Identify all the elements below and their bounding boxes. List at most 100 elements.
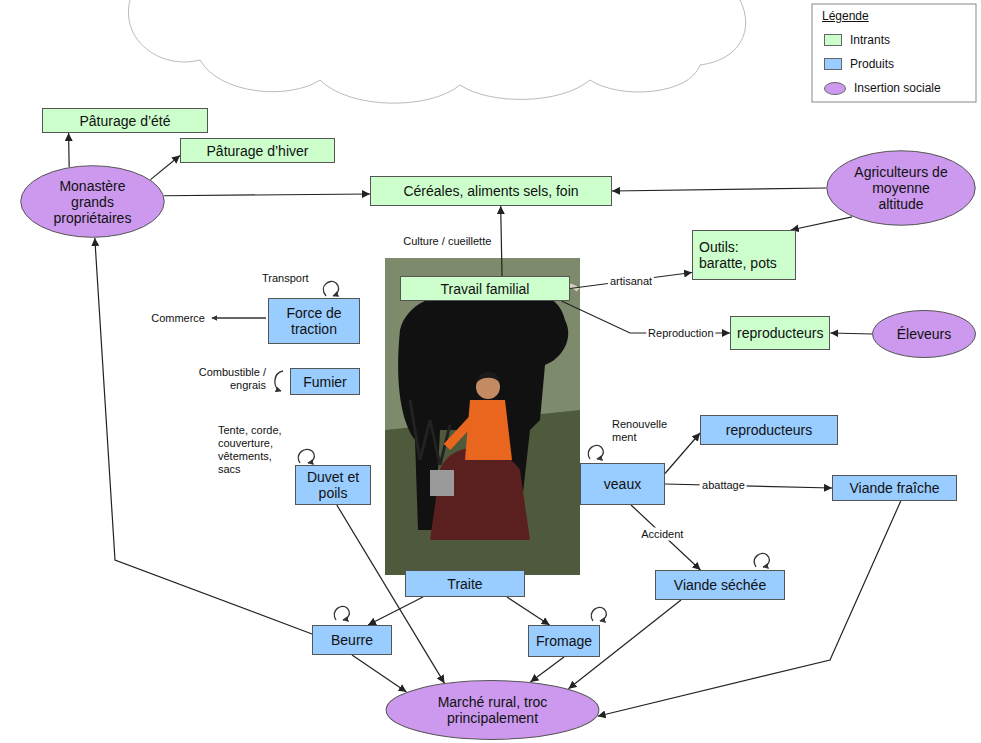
product-box: Beurre xyxy=(312,625,392,655)
social-ellipse: Marché rural, troc principalement xyxy=(385,680,600,740)
loop-arrow xyxy=(298,449,314,463)
product-box: Viande fraîche xyxy=(832,475,957,501)
legend-swatch xyxy=(824,58,842,70)
node-text: Beurre xyxy=(331,632,373,648)
node-text: Travail familial xyxy=(441,281,530,297)
flow-arrow xyxy=(501,206,502,276)
legend-text: Insertion sociale xyxy=(854,81,941,95)
product-box: Fromage xyxy=(528,625,600,657)
legend-frame xyxy=(812,4,976,102)
node-text: Marché rural, troc principalement xyxy=(425,694,560,726)
annotation-label: Transport xyxy=(262,272,309,285)
node-text-group: Éleveurs xyxy=(897,326,951,342)
legend-text: Intrants xyxy=(850,33,890,47)
node-text-group: Fumier xyxy=(303,374,347,390)
node-text-group: reproducteurs xyxy=(737,325,823,341)
flow-arrow xyxy=(530,657,564,682)
edge-label: Reproduction xyxy=(646,327,715,340)
node-text: Céréales, aliments sels, foin xyxy=(403,183,578,199)
node-text: Viande séchée xyxy=(674,577,766,593)
node-text-group: Traite xyxy=(447,576,482,592)
edge-label: Culture / cueillette xyxy=(401,235,493,248)
flow-arrow xyxy=(507,597,550,625)
node-text: Agriculteurs de moyenne altitude xyxy=(853,164,949,212)
legend-swatch xyxy=(824,34,842,46)
node-text: Pâturage d’été xyxy=(79,113,170,129)
input-box: reproducteurs xyxy=(730,316,830,350)
node-text: Viande fraîche xyxy=(849,480,939,496)
annotation-label: Tente, corde, couverture, vêtements, sac… xyxy=(218,424,290,476)
flow-arrow xyxy=(631,505,701,570)
node-text-group: Agriculteurs de moyenne altitude xyxy=(853,164,949,212)
node-text: reproducteurs xyxy=(726,422,812,438)
product-box: Duvet et poils xyxy=(295,465,371,505)
node-text: Fromage xyxy=(536,633,592,649)
legend-row: Produits xyxy=(824,57,894,71)
legend-swatch xyxy=(824,82,846,95)
ellipse-shape xyxy=(386,681,599,740)
commerce-arrow xyxy=(212,317,266,318)
flow-arrow xyxy=(164,194,370,196)
yak-photo xyxy=(385,258,580,575)
annotation-label: Combustible / engrais xyxy=(194,366,266,392)
node-text: Éleveurs xyxy=(897,326,951,342)
node-text-group: Monastère grands propriétaires xyxy=(45,178,141,226)
flow-arrow xyxy=(598,501,901,716)
product-box: reproducteurs xyxy=(700,415,838,445)
input-box: Pâturage d’été xyxy=(42,108,208,133)
annotation-label: Renouvellement xyxy=(612,418,674,444)
loop-arrow xyxy=(323,281,338,296)
edge-label: Accident xyxy=(639,528,685,541)
product-box: Fumier xyxy=(290,368,360,395)
flow-arrow xyxy=(830,333,872,334)
flow-arrow xyxy=(68,133,70,167)
edge-label: abattage xyxy=(700,479,747,492)
node-text: Pâturage d’hiver xyxy=(207,143,309,159)
product-box: veaux xyxy=(580,463,665,505)
node-text-group: veaux xyxy=(604,476,641,492)
woman-arm xyxy=(447,420,472,447)
node-text: Fumier xyxy=(303,374,347,390)
node-text-group: Force de traction xyxy=(275,305,353,337)
loop-arrow xyxy=(334,606,349,620)
woman-skirt xyxy=(430,448,530,541)
node-text-group: Fromage xyxy=(536,633,592,649)
flow-arrow xyxy=(352,655,407,692)
ellipse-shape xyxy=(21,166,165,238)
flow-arrow xyxy=(665,433,700,474)
node-text: reproducteurs xyxy=(737,325,823,341)
ellipse-shape xyxy=(873,310,976,357)
input-box: Céréales, aliments sels, foin xyxy=(370,176,612,206)
legend-title: Légende xyxy=(822,9,869,23)
photo-sky xyxy=(385,258,580,575)
loop-arrow xyxy=(591,607,606,621)
flow-arrow xyxy=(570,273,692,289)
flow-arrow xyxy=(791,217,852,230)
flow-arrow xyxy=(151,156,181,180)
social-ellipse: Monastère grands propriétaires xyxy=(20,165,165,238)
social-ellipse: Éleveurs xyxy=(872,310,976,358)
input-box: Outils: baratte, pots xyxy=(692,230,796,280)
legend-text: Produits xyxy=(850,57,894,71)
node-text-group: Viande séchée xyxy=(674,577,766,593)
yak-fringe xyxy=(410,400,450,465)
loop-arrow xyxy=(754,553,769,567)
node-text: Force de traction xyxy=(275,305,353,337)
node-text-group: Beurre xyxy=(331,632,373,648)
woman-torso xyxy=(465,400,512,460)
flow-arrow xyxy=(665,484,832,488)
product-box: Viande séchée xyxy=(655,570,785,600)
product-box: Force de traction xyxy=(268,298,360,344)
legend-row: Intrants xyxy=(824,33,890,47)
node-text-group: Pâturage d’été xyxy=(79,113,170,129)
loop-arrow xyxy=(275,371,283,391)
node-text: Monastère grands propriétaires xyxy=(45,178,141,226)
flow-arrow xyxy=(612,188,826,191)
node-text: veaux xyxy=(604,476,641,492)
annotation-label: Commerce xyxy=(151,312,205,325)
node-text-group: Duvet et poils xyxy=(302,469,364,501)
edge-label: artisanat xyxy=(608,274,654,287)
node-text-group: Marché rural, troc principalement xyxy=(425,694,560,726)
ellipse-shape xyxy=(827,151,976,225)
node-text-group: Pâturage d’hiver xyxy=(207,143,309,159)
